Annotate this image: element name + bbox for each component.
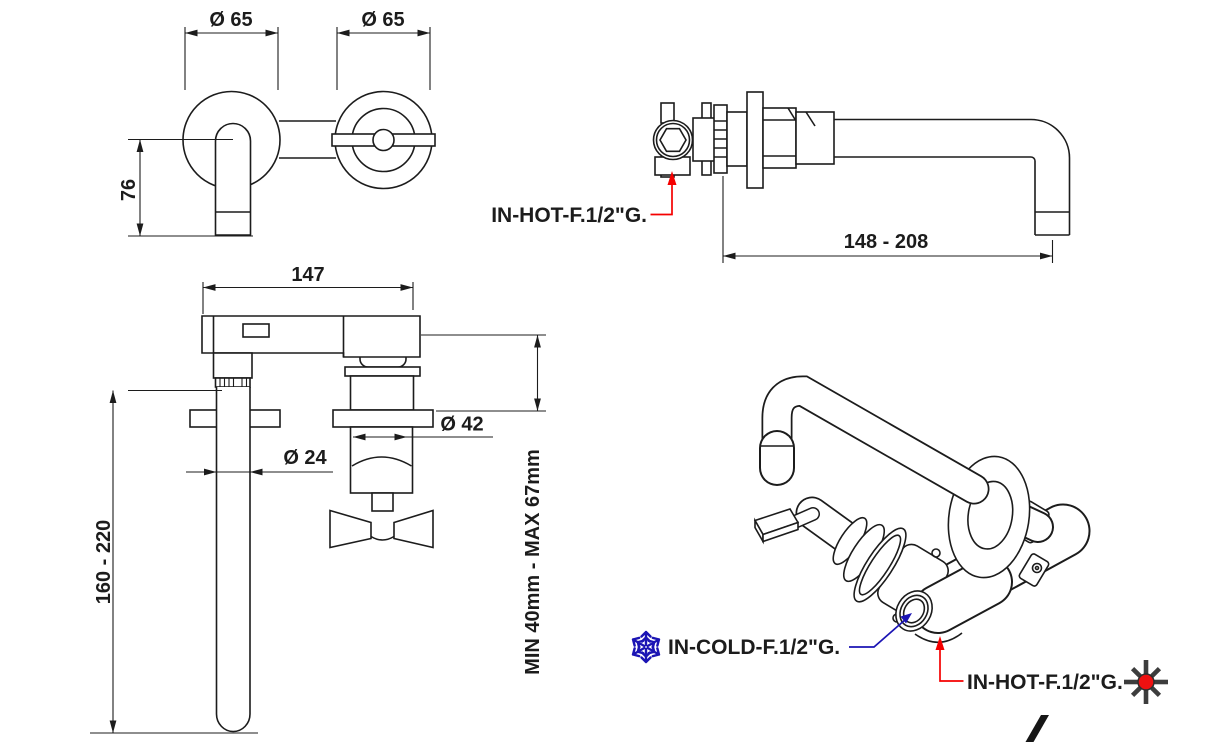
hex-fitting-ring	[655, 122, 691, 158]
thread-section	[214, 377, 251, 388]
spout-connector	[212, 352, 253, 379]
dim-front-right-flange-diameter: Ø 65	[336, 9, 431, 90]
logo-slash	[1025, 715, 1049, 742]
collar	[726, 111, 748, 167]
flange-connector	[279, 120, 336, 159]
hex-socket	[659, 127, 687, 153]
dim-text-dia24: Ø 24	[283, 447, 327, 469]
dim-front-spout-drop: 76	[118, 138, 253, 237]
dim-front-left-flange-diameter: Ø 65	[184, 9, 279, 90]
elevation-view	[189, 315, 434, 733]
front-view	[182, 90, 436, 236]
sun-icon	[1124, 660, 1168, 704]
handle-stem	[371, 492, 394, 512]
dim-side-spout-reach: 148 - 208	[722, 176, 1054, 263]
plate-screw-hole-top	[931, 548, 941, 558]
blue-leader-line	[849, 618, 907, 648]
hot-inlet-callout-side: IN-HOT-F.1/2"G.	[491, 171, 677, 227]
red-leader-line	[650, 183, 673, 216]
body-detail	[242, 323, 270, 338]
spout-down-tube	[215, 387, 251, 733]
cold-inlet-callout: IN-COLD-F.1/2"G.	[631, 613, 912, 664]
mixer-body	[201, 315, 421, 358]
cross-handle-left-wing	[329, 509, 372, 549]
blue-arrowhead	[900, 613, 912, 624]
dim-text-dia65-left: Ø 65	[209, 9, 252, 31]
red-arrowhead-iso	[935, 636, 945, 650]
upper-flange	[344, 366, 421, 377]
dim-text-min-max: MIN 40mm - MAX 67mm	[522, 449, 544, 675]
cold-inlet-label: IN-COLD-F.1/2"G.	[668, 636, 840, 659]
dim-text-dia65-right: Ø 65	[361, 9, 404, 31]
cartridge-ring	[853, 527, 907, 603]
handle-hub-circle	[372, 128, 395, 152]
lever-wing-front	[762, 521, 799, 543]
isometric-view	[753, 375, 1091, 644]
bracket-screw-lower	[1031, 562, 1043, 574]
hot-inlet-label-iso: IN-HOT-F.1/2"G.	[967, 671, 1123, 694]
dim-elevation-spout-length: 160 - 220	[90, 389, 258, 734]
valve-cartridge	[349, 375, 415, 411]
wall-plate	[746, 91, 764, 189]
spout-base	[795, 111, 835, 165]
red-arrowhead	[667, 171, 677, 185]
dim-elevation-wall-depth: MIN 40mm - MAX 67mm	[421, 334, 546, 675]
dim-elevation-overall-width: 147	[202, 264, 414, 314]
dim-elevation-tube-diameter: Ø 24	[186, 447, 333, 476]
dim-text-dia42: Ø 42	[440, 414, 483, 436]
dim-elevation-valve-diameter: Ø 42	[353, 414, 493, 441]
red-leader-line-iso	[939, 648, 964, 682]
spout-front-profile	[214, 122, 252, 236]
dim-text-76: 76	[118, 179, 140, 201]
dim-text-160-220: 160 - 220	[93, 520, 115, 605]
hot-inlet-callout-iso: IN-HOT-F.1/2"G.	[935, 636, 1168, 704]
spout-tube	[834, 118, 1071, 236]
hot-inlet-label-side: IN-HOT-F.1/2"G.	[491, 204, 647, 227]
dim-text-147: 147	[291, 264, 324, 286]
cross-handle-right-wing	[393, 509, 434, 549]
dim-text-148-208: 148 - 208	[844, 231, 929, 253]
snowflake-icon	[631, 630, 661, 664]
valve-wall-flange	[332, 409, 434, 428]
side-view	[652, 91, 1071, 236]
union-nut	[762, 107, 797, 169]
